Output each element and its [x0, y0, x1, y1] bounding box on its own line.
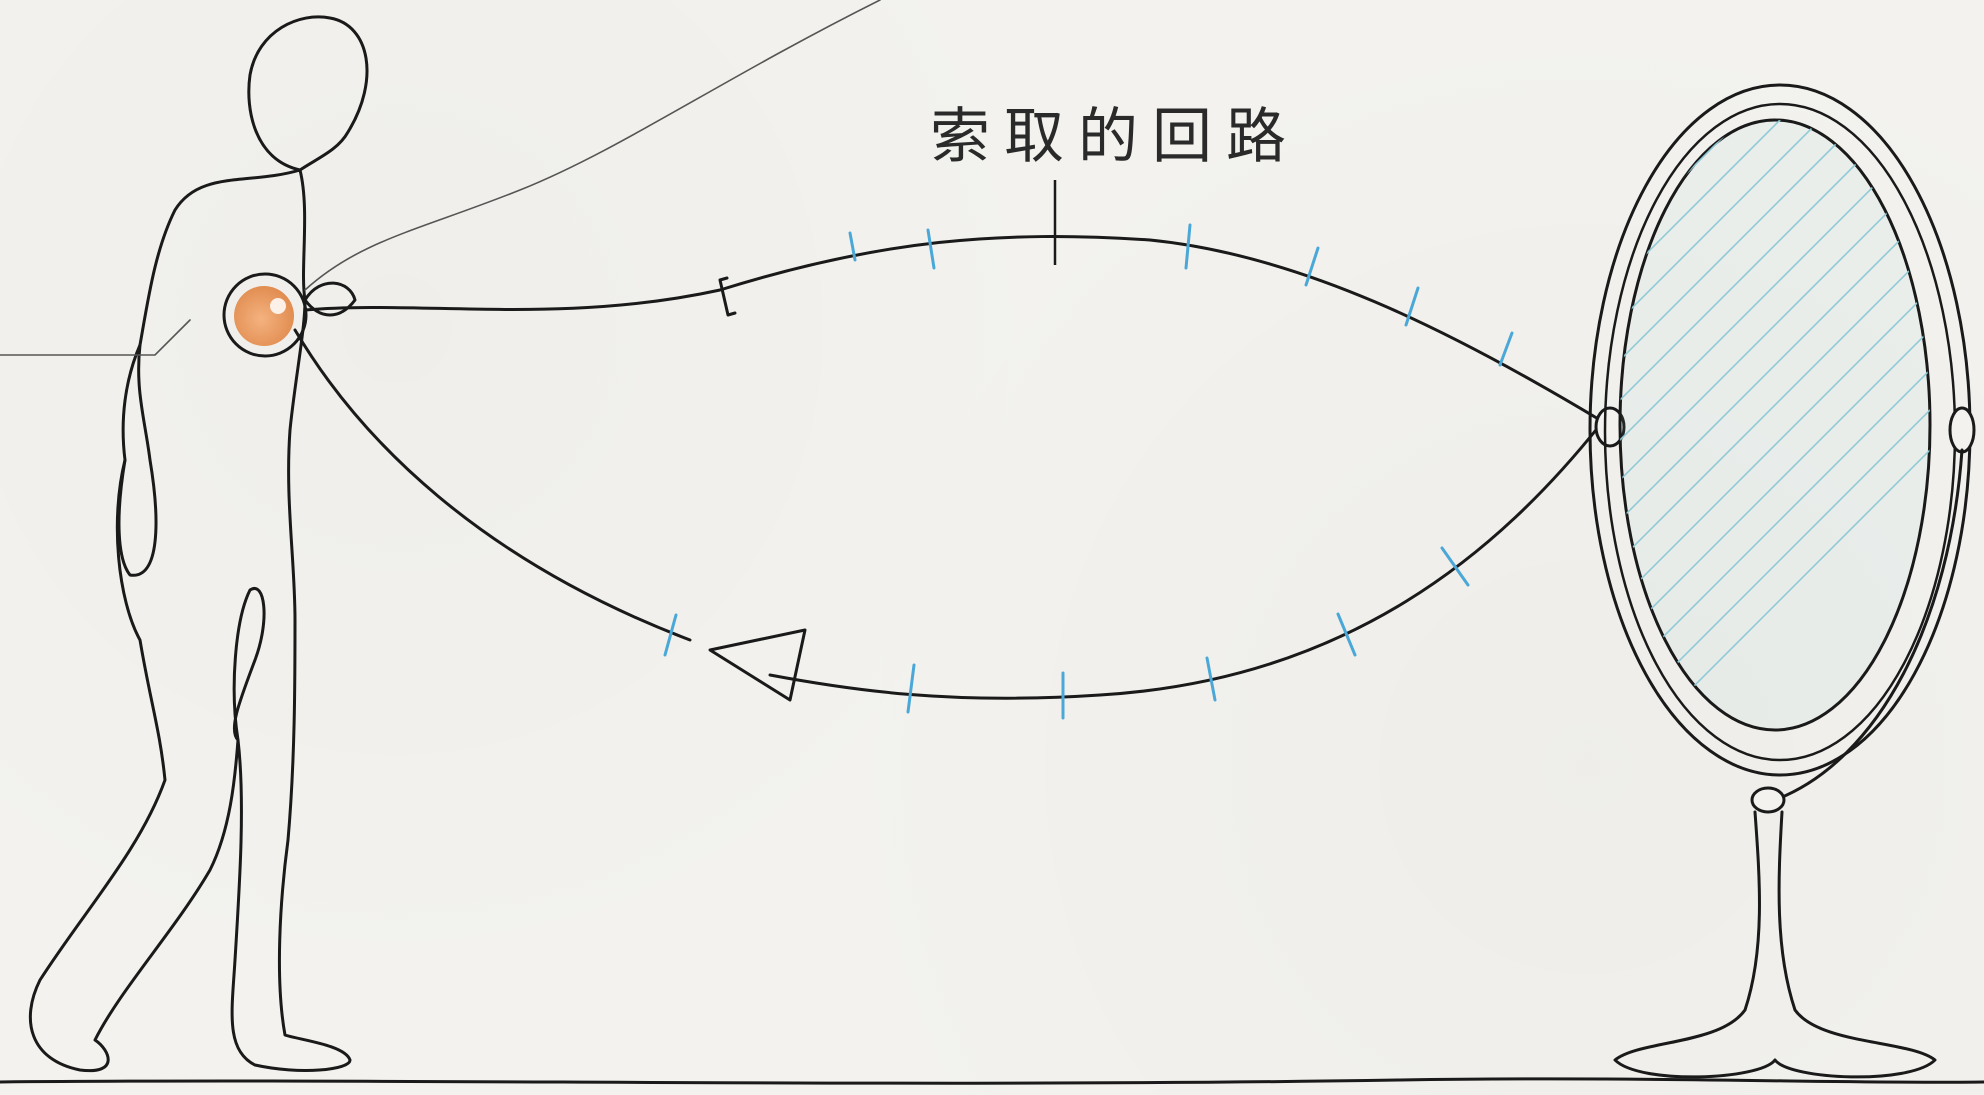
person-hand-loop — [232, 587, 266, 742]
upper-arc-ticks — [848, 223, 1514, 367]
side-pointer-line — [0, 319, 191, 356]
mirror — [1588, 83, 1976, 1079]
loop-node-icon — [1594, 406, 1626, 448]
lower-arc-ticks — [663, 546, 1470, 720]
loop-title: 索取的回路 — [930, 102, 1300, 172]
loop-return-arc — [293, 328, 692, 642]
person-body-outline — [28, 168, 357, 1073]
mirror-pivot-knob — [1948, 406, 1976, 454]
bracket-mark — [718, 276, 737, 317]
loop-upper-arc — [303, 235, 1602, 422]
person-head — [247, 15, 369, 172]
heart-icon — [234, 286, 294, 346]
mirror-stand — [1613, 810, 1937, 1079]
heart-circle — [222, 272, 308, 358]
upward-thread — [304, 0, 881, 291]
person-arm — [117, 343, 158, 577]
person-figure — [0, 15, 369, 1073]
mirror-glass — [1618, 118, 1932, 732]
ground-line — [0, 1077, 1984, 1085]
mirror-side-support — [1773, 448, 1964, 802]
mirror-neck-joint — [1750, 786, 1786, 814]
loop-lower-arc — [768, 423, 1602, 700]
arrowhead-icon — [708, 628, 807, 702]
